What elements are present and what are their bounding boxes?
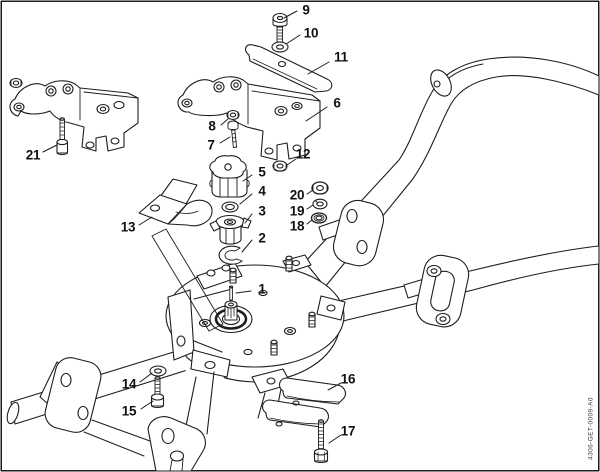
rubber-buffer-3 [209,214,252,245]
washer-18 [310,212,328,224]
snap-ring-2 [218,245,243,265]
nut-20 [311,181,329,195]
callout-3: 3 [258,203,266,219]
callout-6: 6 [333,95,341,111]
blade-bracket-11 [244,44,333,93]
callout-18: 18 [289,218,305,234]
clamp-shell-16 [261,377,346,428]
handlebar-tube [304,56,600,288]
callout-20: 20 [289,187,305,203]
callout-13: 13 [120,219,136,235]
bracket-left [9,80,139,152]
washer-10 [271,41,289,53]
callout-5: 5 [258,164,266,180]
nut-small-left [9,77,23,89]
handlebar-mount-bracket [318,199,385,267]
callout-1: 1 [258,281,266,297]
callout-7: 7 [207,137,215,153]
nut-12 [272,160,288,172]
screw-7 [227,120,239,149]
gear-housing [165,254,346,436]
leader-lines [42,10,342,444]
rubber-buffer-5 [209,155,250,198]
screw-17 [313,419,329,463]
sheet-outline [151,228,224,332]
callout-19: 19 [289,203,305,219]
washer-14 [149,365,167,377]
callout-17: 17 [340,423,356,439]
callout-14: 14 [121,376,137,392]
callout-9: 9 [302,2,310,18]
screw-15 [150,376,165,408]
callout-4: 4 [258,183,266,199]
callout-8: 8 [208,118,216,134]
nut-8 [226,109,240,121]
callout-12: 12 [295,146,311,162]
screw-21 [56,117,69,155]
lock-washer-19 [312,198,328,210]
callout-16: 16 [340,371,356,387]
callout-15: 15 [121,403,137,419]
drawing-number: 4306-GET-0009-A0 [587,397,595,460]
tube-clamp-left [39,357,102,433]
tube-clamp-bottom [147,416,206,472]
ring-4 [221,201,239,213]
screw-9 [272,12,288,43]
pin-1 [229,285,234,301]
callout-21: 21 [25,147,41,163]
bracket-6 [177,76,321,161]
callout-11: 11 [334,49,348,65]
tube-clamp-right [403,254,470,328]
callout-2: 2 [258,230,266,246]
bracket-13 [138,178,213,227]
callout-10: 10 [303,25,319,41]
